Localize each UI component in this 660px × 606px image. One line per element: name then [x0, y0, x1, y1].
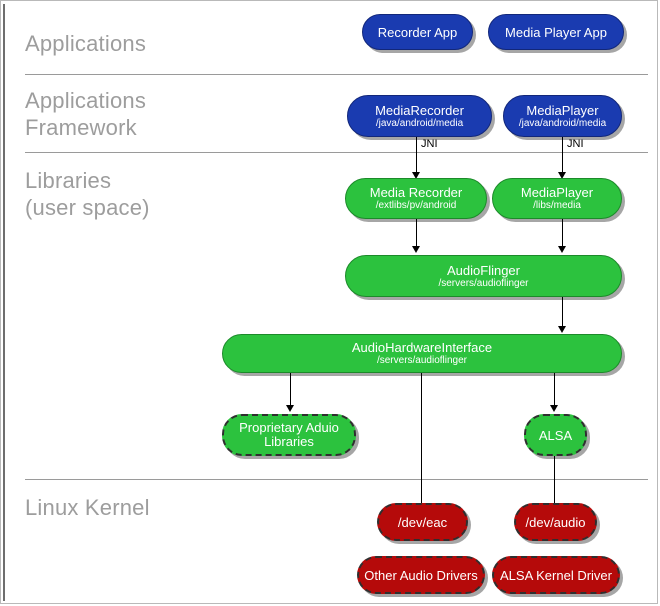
divider-framework — [25, 152, 648, 153]
node-audioflinger-path: /servers/audioflinger — [438, 277, 529, 289]
diagram-left-rule — [3, 4, 5, 601]
node-audioflinger[interactable]: AudioFlinger /servers/audioflinger — [345, 255, 622, 297]
arrowhead-media-player-jni — [558, 172, 566, 179]
node-media-player-framework-title: MediaPlayer — [526, 102, 599, 118]
node-media-recorder-framework[interactable]: MediaRecorder /java/android/media — [347, 95, 492, 137]
connector-audioflinger-to-ahi — [562, 297, 563, 327]
connector-alsa-to-dev-audio — [554, 456, 555, 506]
connector-media-recorder-to-audioflinger — [416, 219, 417, 248]
node-alsa[interactable]: ALSA — [524, 414, 587, 456]
node-recorder-app-title: Recorder App — [377, 24, 458, 40]
node-audiohardwareinterface[interactable]: AudioHardwareInterface /servers/audiofli… — [222, 334, 622, 373]
node-media-recorder-lib-title: Media Recorder — [369, 185, 463, 200]
arrowhead-media-player-to-audioflinger — [558, 246, 566, 253]
node-dev-eac[interactable]: /dev/eac — [377, 503, 468, 541]
connector-media-player-jni — [562, 137, 563, 174]
node-media-player-lib[interactable]: MediaPlayer /libs/media — [492, 178, 622, 219]
node-audiohardwareinterface-path: /servers/audioflinger — [376, 355, 468, 366]
node-media-player-app[interactable]: Media Player App — [488, 14, 624, 50]
divider-kernel — [25, 479, 648, 480]
layer-label-applications: Applications — [25, 31, 147, 56]
node-other-audio-drivers[interactable]: Other Audio Drivers — [357, 556, 485, 594]
connector-ahi-to-alsa — [554, 373, 555, 407]
node-media-player-framework[interactable]: MediaPlayer /java/android/media — [503, 95, 622, 137]
node-media-recorder-lib-path: /extlibs/pv/android — [375, 200, 457, 211]
arrowhead-ahi-to-proprietary — [286, 405, 294, 412]
layer-label-libraries: Libraries (user space) — [25, 168, 150, 220]
arrowhead-audioflinger-to-ahi — [558, 326, 566, 333]
connector-label-jni-left: JNI — [421, 138, 438, 150]
node-other-audio-drivers-title: Other Audio Drivers — [364, 567, 478, 583]
connector-label-jni-right: JNI — [567, 138, 584, 150]
node-recorder-app[interactable]: Recorder App — [362, 14, 473, 50]
node-media-player-framework-path: /java/android/media — [518, 117, 607, 129]
node-dev-eac-title: /dev/eac — [397, 514, 448, 530]
node-audioflinger-title: AudioFlinger — [447, 262, 520, 278]
node-alsa-kernel-driver[interactable]: ALSA Kernel Driver — [492, 556, 620, 594]
node-media-player-app-title: Media Player App — [505, 24, 607, 40]
connector-media-recorder-jni — [416, 137, 417, 174]
arrowhead-media-recorder-jni — [412, 172, 420, 179]
node-dev-audio[interactable]: /dev/audio — [514, 503, 597, 541]
arrowhead-ahi-to-alsa — [550, 405, 558, 412]
node-proprietary-audio-libraries-title: Proprietary Aduio Libraries — [239, 420, 339, 449]
layer-label-linux-kernel: Linux Kernel — [25, 495, 150, 520]
node-audiohardwareinterface-title: AudioHardwareInterface — [351, 340, 493, 355]
node-dev-audio-title: /dev/audio — [525, 514, 586, 530]
node-media-player-lib-title: MediaPlayer — [520, 185, 594, 200]
node-media-recorder-framework-title: MediaRecorder — [375, 102, 464, 118]
node-media-recorder-lib[interactable]: Media Recorder /extlibs/pv/android — [345, 178, 487, 219]
node-media-recorder-framework-path: /java/android/media — [375, 117, 464, 129]
divider-applications — [25, 74, 648, 75]
node-alsa-kernel-driver-title: ALSA Kernel Driver — [500, 567, 612, 583]
node-proprietary-audio-libraries[interactable]: Proprietary Aduio Libraries — [222, 414, 356, 456]
connector-media-player-to-audioflinger — [562, 219, 563, 248]
node-alsa-title: ALSA — [538, 427, 573, 443]
arrowhead-media-recorder-to-audioflinger — [412, 246, 420, 253]
node-media-player-lib-path: /libs/media — [533, 200, 581, 211]
connector-ahi-to-dev-eac — [421, 373, 422, 506]
layer-label-applications-framework: Applications Framework — [25, 88, 147, 140]
connector-ahi-to-proprietary — [290, 373, 291, 407]
